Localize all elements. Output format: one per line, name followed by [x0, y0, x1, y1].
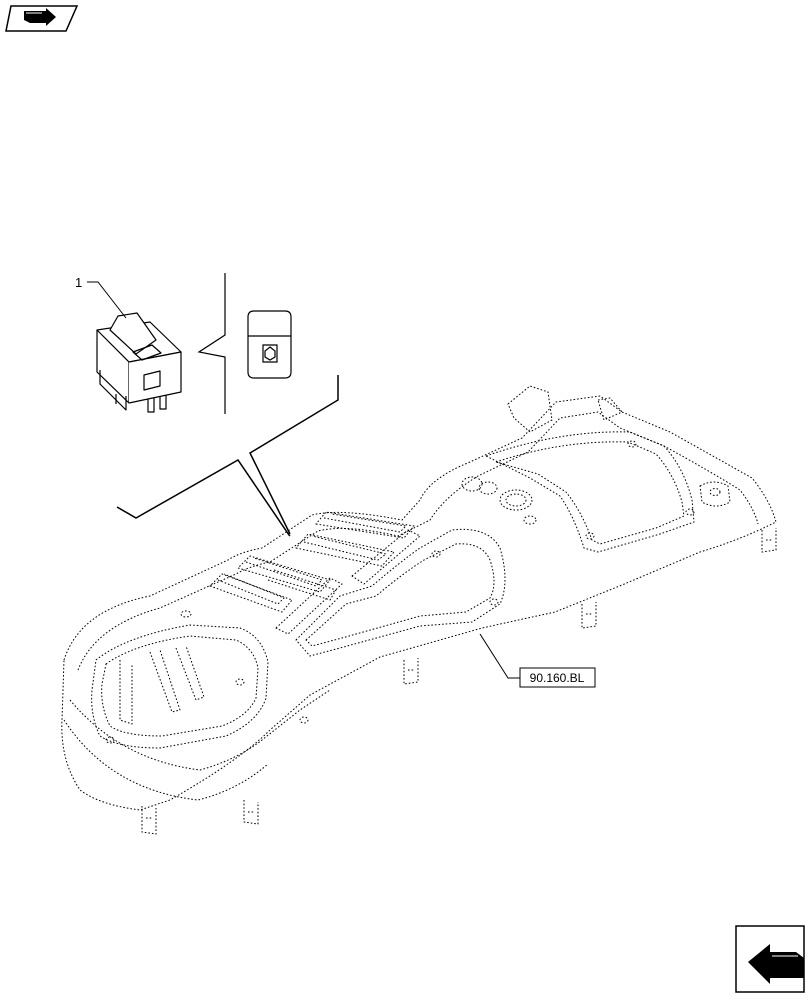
- book-arrow-icon[interactable]: [5, 5, 79, 32]
- switch-symbol-icon: [247, 310, 292, 379]
- indicator-bracket: [116, 375, 339, 537]
- reference-link-90160bl[interactable]: 90.160.BL: [519, 667, 596, 688]
- callout-label-1: 1: [75, 275, 82, 290]
- detail-bracket: [197, 273, 226, 414]
- instrument-panel-housing: [61, 385, 777, 835]
- arrow-left-icon[interactable]: [735, 925, 805, 993]
- callout-1-leader: [87, 281, 127, 319]
- ref-leader: [479, 633, 520, 679]
- rocker-switch: [96, 312, 182, 413]
- reference-label[interactable]: 90.160.BL: [530, 671, 585, 685]
